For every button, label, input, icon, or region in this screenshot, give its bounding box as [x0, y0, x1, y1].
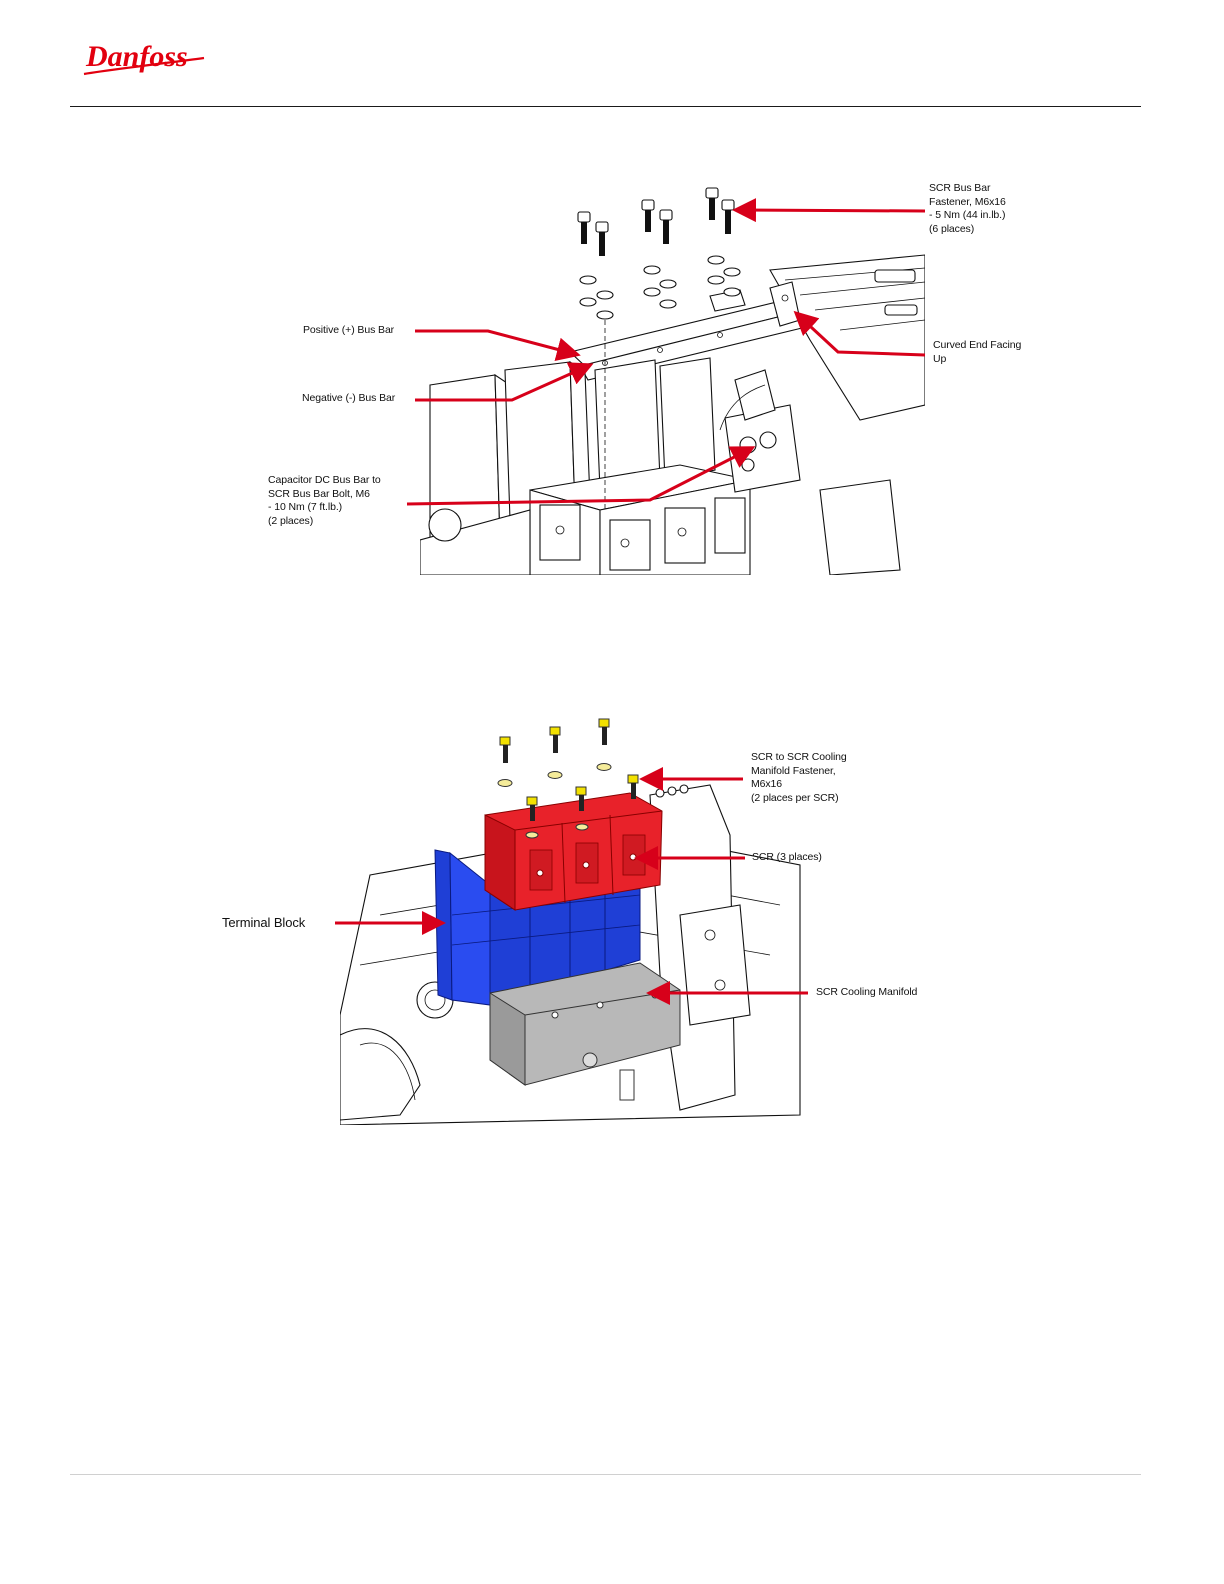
- callout-terminal-block: Terminal Block: [222, 915, 306, 930]
- bolt-group-1: [577, 187, 735, 256]
- svg-text:Danfoss: Danfoss: [85, 40, 188, 73]
- callout-positive-bus-bar: Positive (+) Bus Bar: [303, 324, 395, 336]
- figure1-illustration: [420, 187, 925, 575]
- figure2-illustration: [340, 718, 801, 1125]
- callout-manifold-fastener: SCR to SCR Cooling Manifold Fastener, M6…: [751, 751, 847, 804]
- yellow-bolt-group: [499, 718, 639, 821]
- callout-negative-bus-bar: Negative (-) Bus Bar: [302, 392, 396, 404]
- callout-scr: SCR (3 places): [752, 851, 822, 863]
- header-rule: [70, 106, 1141, 107]
- callout-capacitor-bolt: Capacitor DC Bus Bar to SCR Bus Bar Bolt…: [268, 474, 381, 527]
- danfoss-logo: Danfoss: [83, 40, 205, 76]
- footer-rule: [70, 1474, 1141, 1475]
- callout-curved-end: Curved End Facing Up: [933, 339, 1022, 365]
- callout-scr-fastener: SCR Bus Bar Fastener, M6x16 - 5 Nm (44 i…: [929, 182, 1006, 235]
- callout-cooling-manifold: SCR Cooling Manifold: [816, 986, 918, 998]
